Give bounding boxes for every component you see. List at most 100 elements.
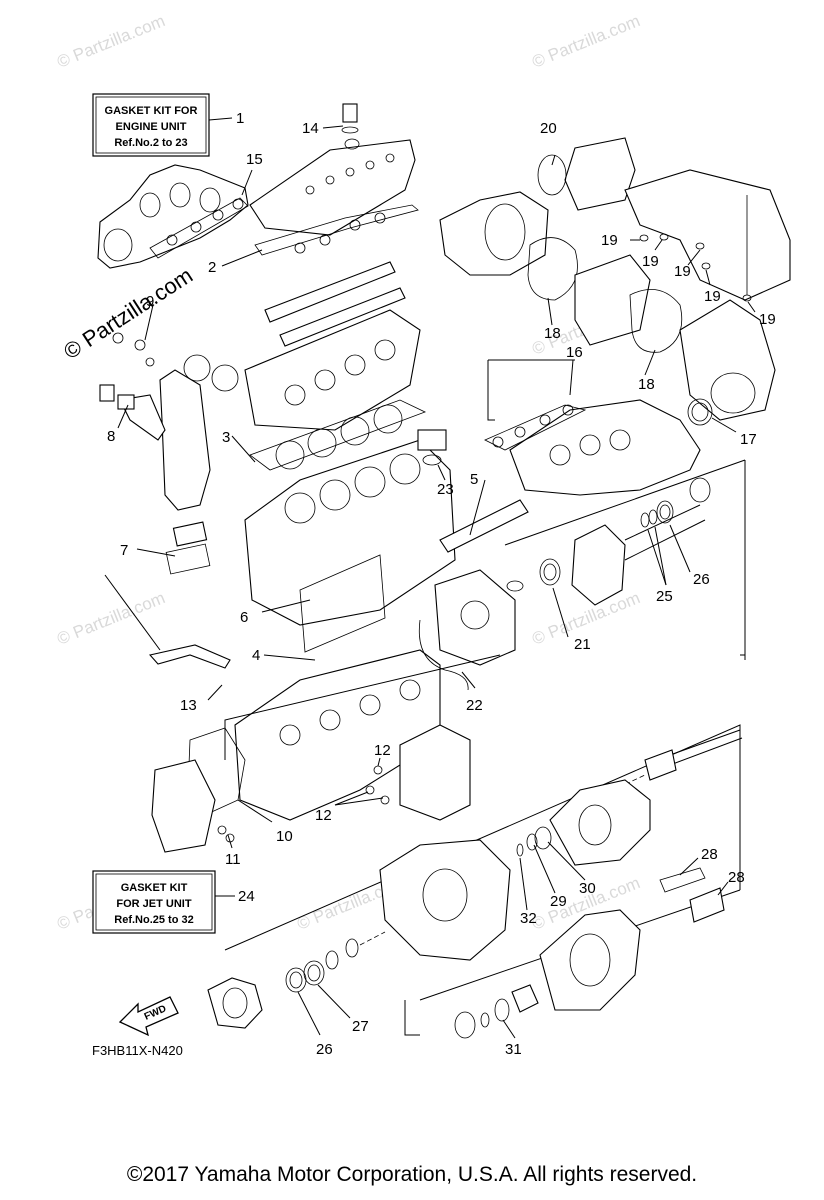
callout-numbers: 1 2 3 4 5 6 7 8 9 10 11 12 12 13 14 15 1…	[107, 110, 776, 1058]
o-rings-19	[639, 195, 752, 302]
cam-sensor	[99, 384, 135, 410]
exhaust-manifold	[97, 164, 249, 269]
callout: 13	[180, 697, 197, 714]
callout: 10	[276, 828, 293, 845]
kit-box-line: FOR JET UNIT	[116, 898, 191, 910]
callout: 18	[638, 376, 655, 393]
callout: 19	[674, 263, 691, 280]
exhaust-pipe-20	[537, 137, 636, 211]
cylinder-head	[244, 309, 421, 431]
engine-gasket-kit-box: GASKET KIT FOR ENGINE UNIT Ref.No.2 to 2…	[92, 93, 210, 157]
exhaust-gasket-18b	[629, 288, 683, 353]
oil-dipstick	[104, 574, 231, 669]
seal-21	[506, 558, 561, 592]
callout: 1	[236, 110, 244, 127]
copyright-notice: ©2017 Yamaha Motor Corporation, U.S.A. A…	[126, 1163, 698, 1186]
cylinder-block	[244, 439, 456, 626]
callout: 30	[579, 880, 596, 897]
exhaust-gasket	[149, 197, 249, 259]
pump-assembly	[379, 839, 511, 961]
callout: 22	[466, 697, 483, 714]
callout: 15	[246, 151, 263, 168]
jet-gasket-kit-box: GASKET KIT FOR JET UNIT Ref.No.25 to 32	[92, 870, 216, 934]
side-cover	[165, 521, 211, 575]
callout: 8	[107, 428, 115, 445]
seals-25-26	[640, 477, 711, 528]
watermark-large: © Partzilla.com	[59, 262, 197, 364]
exhaust-gasket-18a	[527, 237, 578, 301]
oil-filler-cap	[341, 103, 360, 150]
head-gasket	[249, 399, 427, 471]
callout: 27	[352, 1018, 369, 1035]
kit-box-line: GASKET KIT	[121, 882, 188, 894]
head-cover	[249, 139, 416, 236]
callout: 28	[728, 869, 745, 886]
callout: 18	[544, 325, 561, 342]
callout: 32	[520, 910, 537, 927]
kit-box-line: Ref.No.25 to 32	[114, 914, 193, 926]
watermark: © Partzilla.com	[529, 11, 642, 72]
callout: 9	[146, 293, 154, 310]
camshafts	[264, 261, 406, 347]
intake-gasket-16	[484, 404, 587, 451]
callout: 29	[550, 893, 567, 910]
callout: 5	[470, 471, 478, 488]
generator-cover	[151, 727, 246, 853]
callout: 21	[574, 636, 591, 653]
forward-arrow-icon: FWD	[118, 996, 179, 1037]
exhaust-pipe-2	[574, 254, 651, 346]
leader-lines	[117, 125, 756, 1039]
callout: 23	[437, 481, 454, 498]
water-box	[624, 169, 791, 421]
callout: 16	[566, 344, 583, 361]
seals-29-30-32	[516, 826, 552, 857]
callout: 17	[740, 431, 757, 448]
callout: 2	[208, 259, 216, 276]
callout: 26	[693, 571, 710, 588]
watermark: © Partzilla.com	[54, 11, 167, 72]
callout: 24	[238, 888, 255, 905]
kit-box-line: ENGINE UNIT	[116, 121, 187, 133]
callout: 12	[315, 807, 332, 824]
seals-26-27	[285, 931, 386, 993]
callout: 19	[642, 253, 659, 270]
water-jacket-cover	[439, 499, 529, 553]
callout: 20	[540, 120, 557, 137]
watermark: © Partzilla.com	[54, 588, 167, 649]
crankcase-gasket	[299, 554, 386, 653]
kit-box-line: GASKET KIT FOR	[105, 105, 198, 117]
drive-shaft	[559, 729, 743, 816]
bearing-housing-bottom	[207, 977, 263, 1029]
muffler-1	[439, 191, 549, 276]
callout: 12	[374, 742, 391, 759]
timing-chain	[119, 354, 239, 511]
seal-31	[454, 984, 539, 1039]
intake-manifold	[509, 399, 701, 496]
callout: 28	[701, 846, 718, 863]
callout: 6	[240, 609, 248, 626]
callout: 11	[225, 851, 241, 868]
stator-cover	[365, 724, 471, 821]
callout: 3	[222, 429, 230, 446]
callout: 19	[704, 288, 721, 305]
callout: 26	[316, 1041, 333, 1058]
head-cover-gasket	[254, 204, 419, 256]
seal-17	[687, 398, 713, 426]
callout: 25	[656, 588, 673, 605]
kit-box-line: Ref.No.2 to 23	[114, 137, 187, 149]
intake-duct	[539, 909, 641, 1011]
nozzle-plate-28	[659, 867, 725, 923]
coupling-housing	[571, 504, 706, 606]
callout: 7	[120, 542, 128, 559]
callout: 14	[302, 120, 319, 137]
figure-code: F3HB11X-N420	[92, 1043, 183, 1058]
callout: 19	[601, 232, 618, 249]
callout: 31	[505, 1041, 522, 1058]
impeller-housing	[549, 779, 651, 866]
sensor-fittings	[112, 332, 155, 367]
callout: 4	[252, 647, 260, 664]
callout: 19	[759, 311, 776, 328]
oil-pump	[418, 569, 516, 691]
thermostat-housing	[417, 429, 447, 466]
